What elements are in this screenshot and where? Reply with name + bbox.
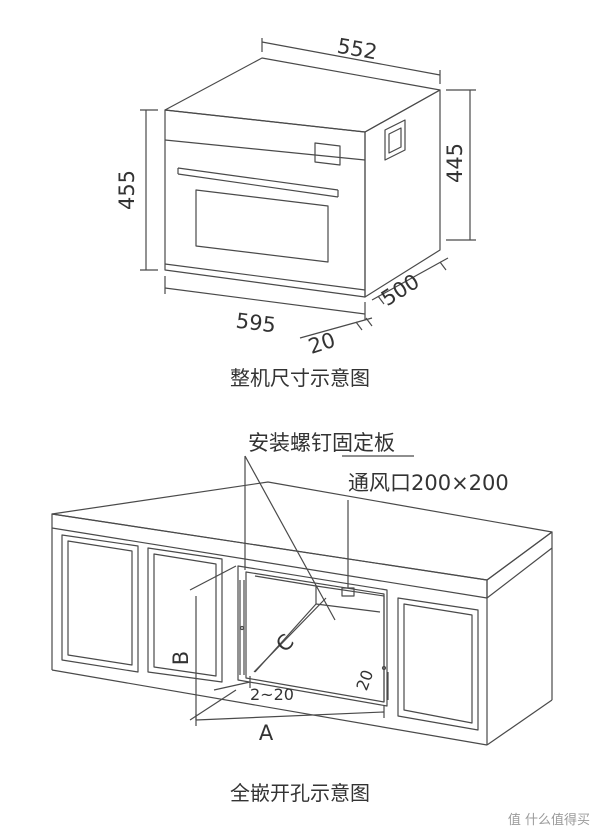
- caption-top: 整机尺寸示意图: [230, 366, 370, 390]
- dim-445: [446, 89, 476, 241]
- dim-500: [371, 257, 449, 305]
- label-vent: 通风口200×200: [348, 471, 509, 495]
- dim-label-b: B: [169, 651, 193, 665]
- watermark: 值 什么值得买: [508, 812, 590, 828]
- oven-side-face: [364, 89, 441, 298]
- oven-handle: [177, 167, 339, 198]
- dim-20: [299, 317, 373, 339]
- dim-595: [164, 276, 366, 320]
- dim-455: [140, 109, 158, 271]
- dim-label-595: 595: [234, 309, 277, 338]
- oven-drawing: [140, 38, 476, 339]
- oven-display: [314, 142, 341, 166]
- dim-a: [195, 706, 385, 726]
- cabinet-door-1: [61, 534, 139, 673]
- dim-label-a: A: [259, 721, 274, 745]
- countertop-front: [51, 513, 488, 599]
- oven-top-face: [164, 57, 441, 133]
- leader-bracket-diagonal: [244, 455, 336, 621]
- dim-552: [261, 38, 441, 84]
- dim-c: [253, 597, 327, 673]
- cabinet-drawing: [51, 455, 553, 746]
- dim-label-552: 552: [335, 34, 379, 65]
- countertop-side: [486, 531, 553, 599]
- side-bracket: [384, 119, 406, 161]
- countertop-top: [51, 481, 553, 581]
- dim-label-c: C: [271, 629, 298, 656]
- dim-gap: [213, 676, 251, 691]
- dim-b: [189, 565, 237, 721]
- dim-label-20: 20: [305, 328, 338, 359]
- oven-door-glass: [195, 189, 329, 263]
- label-bracket: 安装螺钉固定板: [248, 431, 395, 455]
- oven-front-face: [164, 109, 366, 298]
- cabinet-door-3: [397, 597, 479, 731]
- dim-label-gap: 2~20: [250, 685, 294, 704]
- cabinet-door-2: [147, 547, 223, 683]
- dim-label-455: 455: [115, 170, 139, 210]
- dim-label-445: 445: [443, 143, 467, 183]
- caption-bottom: 全嵌开孔示意图: [230, 781, 370, 805]
- dim-label-right-gap: 20: [352, 667, 377, 693]
